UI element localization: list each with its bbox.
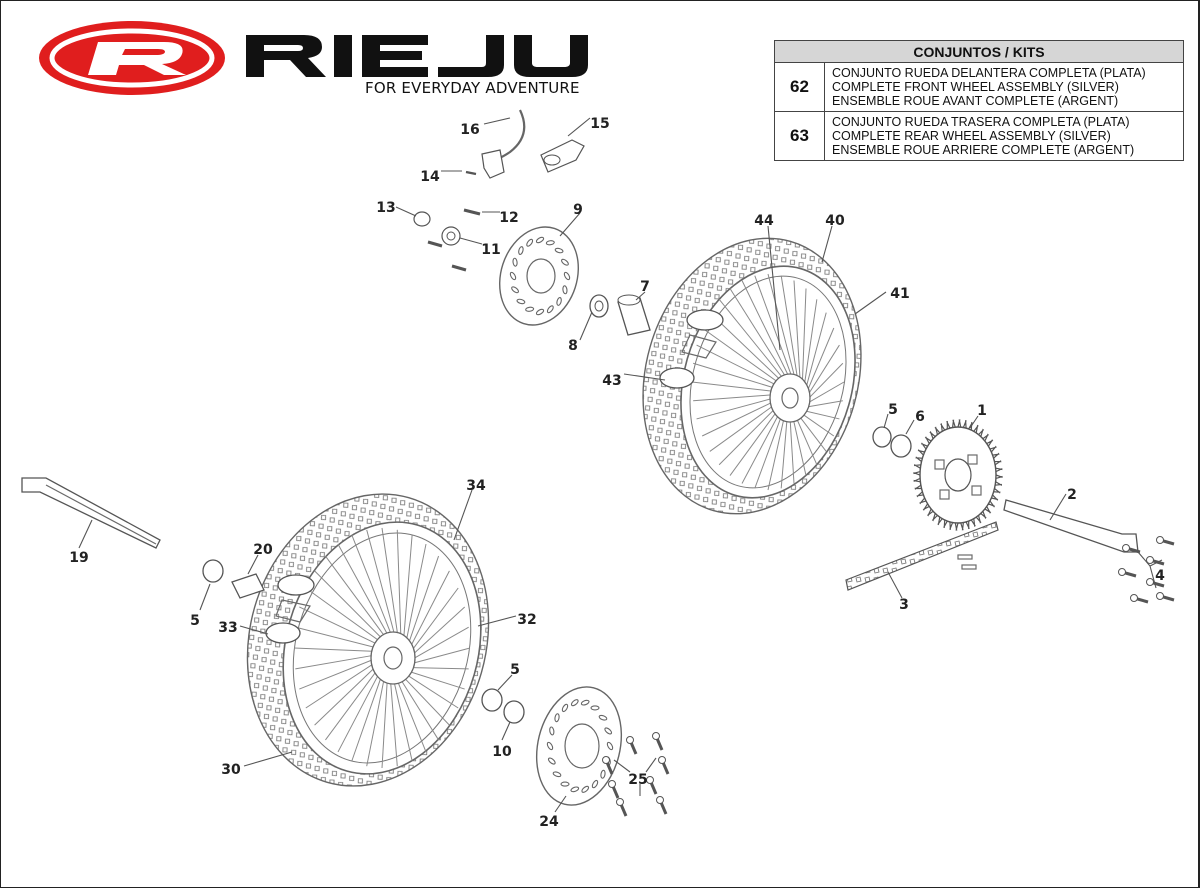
bearings-and-spacers <box>202 294 912 724</box>
part-callout-3: 3 <box>899 597 909 613</box>
leader-line <box>887 571 903 599</box>
part-callout-14: 14 <box>420 169 440 185</box>
part-callout-20: 20 <box>253 542 273 558</box>
leader-line <box>635 291 646 301</box>
part-callout-4: 4 <box>1155 568 1165 584</box>
kit-number: 62 <box>774 62 825 112</box>
front-wheel <box>246 493 490 787</box>
part-callout-1: 1 <box>977 403 987 419</box>
leader-line <box>969 415 979 429</box>
part-callout-12: 12 <box>499 210 518 226</box>
rear-axle <box>1003 499 1139 553</box>
rear-wheel <box>642 237 862 515</box>
leader-line <box>477 615 517 627</box>
part-callout-5: 5 <box>510 662 520 678</box>
part-callout-2: 2 <box>1067 487 1077 503</box>
kits-table-row: 63 CONJUNTO RUEDA TRASERA COMPLETA (PLAT… <box>774 111 1184 161</box>
part-callout-8: 8 <box>568 338 578 354</box>
part-callout-44: 44 <box>754 213 774 229</box>
leader-line <box>854 291 887 315</box>
leader-line <box>199 583 211 611</box>
leader-line <box>501 721 511 741</box>
kit-description-es: CONJUNTO RUEDA DELANTERA COMPLETA (PLATA… <box>832 66 1146 80</box>
part-callout-10: 10 <box>492 744 512 760</box>
part-callout-41: 41 <box>890 286 909 302</box>
leader-line <box>1149 565 1157 589</box>
leader-line <box>821 225 833 263</box>
part-callout-6: 6 <box>915 409 925 425</box>
rear-sprocket <box>913 419 1003 531</box>
leader-line <box>1049 493 1067 521</box>
leader-line <box>78 519 93 549</box>
part-callout-40: 40 <box>825 213 845 229</box>
part-callout-5: 5 <box>888 402 898 418</box>
kit-number: 63 <box>774 111 825 161</box>
part-callout-43: 43 <box>602 373 621 389</box>
leader-line <box>554 795 567 813</box>
brand-tagline: FOR EVERYDAY ADVENTURE <box>365 79 580 97</box>
leader-line <box>613 759 631 773</box>
rear-brake-disc <box>498 226 580 326</box>
part-callout-7: 7 <box>640 279 650 295</box>
rieju-logo <box>36 18 596 102</box>
leader-line <box>395 206 417 217</box>
front-brake-disc <box>535 686 623 806</box>
part-callout-30: 30 <box>221 762 241 778</box>
leader-line <box>483 117 511 125</box>
leader-line <box>243 751 293 767</box>
kit-description: CONJUNTO RUEDA TRASERA COMPLETA (PLATA) … <box>824 111 1184 161</box>
part-callout-19: 19 <box>69 550 88 566</box>
leader-line <box>497 674 513 691</box>
part-callout-34: 34 <box>466 478 486 494</box>
kit-description-en: COMPLETE REAR WHEEL ASSEMBLY (SILVER) <box>832 129 1111 143</box>
kit-description: CONJUNTO RUEDA DELANTERA COMPLETA (PLATA… <box>824 62 1184 112</box>
drive-chain <box>845 521 999 591</box>
part-callout-13: 13 <box>376 200 395 216</box>
part-callout-25: 25 <box>628 772 647 788</box>
leader-line <box>559 212 581 237</box>
rieju-logo-mark <box>39 21 588 95</box>
leader-line <box>905 419 915 435</box>
kit-description-es: CONJUNTO RUEDA TRASERA COMPLETA (PLATA) <box>832 115 1130 129</box>
bolts-and-nuts <box>413 170 1175 817</box>
part-callout-9: 9 <box>573 202 583 218</box>
kits-table: CONJUNTOS / KITS 62 CONJUNTO RUEDA DELAN… <box>774 40 1184 161</box>
part-callout-33: 33 <box>218 620 237 636</box>
kit-description-fr: ENSEMBLE ROUE AVANT COMPLETE (ARGENT) <box>832 94 1119 108</box>
leader-line <box>645 757 657 773</box>
front-axle <box>21 477 161 549</box>
part-callout-5: 5 <box>190 613 200 629</box>
kits-table-row: 62 CONJUNTO RUEDA DELANTERA COMPLETA (PL… <box>774 62 1184 112</box>
part-callout-32: 32 <box>517 612 536 628</box>
part-callout-15: 15 <box>590 116 609 132</box>
kit-description-fr: ENSEMBLE ROUE ARRIERE COMPLETE (ARGENT) <box>832 143 1135 157</box>
leader-line <box>579 311 593 341</box>
leader-line <box>1137 551 1151 567</box>
leader-line <box>767 225 781 351</box>
leader-line <box>239 625 269 635</box>
part-callout-16: 16 <box>460 122 479 138</box>
kit-description-en: COMPLETE FRONT WHEEL ASSEMBLY (SILVER) <box>832 80 1119 94</box>
leader-line <box>247 554 259 575</box>
leader-line <box>567 117 591 137</box>
speedometer-sensor <box>481 109 585 179</box>
part-callout-24: 24 <box>539 814 559 830</box>
leader-line <box>453 489 473 541</box>
part-callout-11: 11 <box>481 242 500 258</box>
leader-line <box>623 373 666 381</box>
leader-line <box>883 413 889 429</box>
leader-line <box>1149 559 1163 567</box>
leader-line <box>459 237 483 245</box>
